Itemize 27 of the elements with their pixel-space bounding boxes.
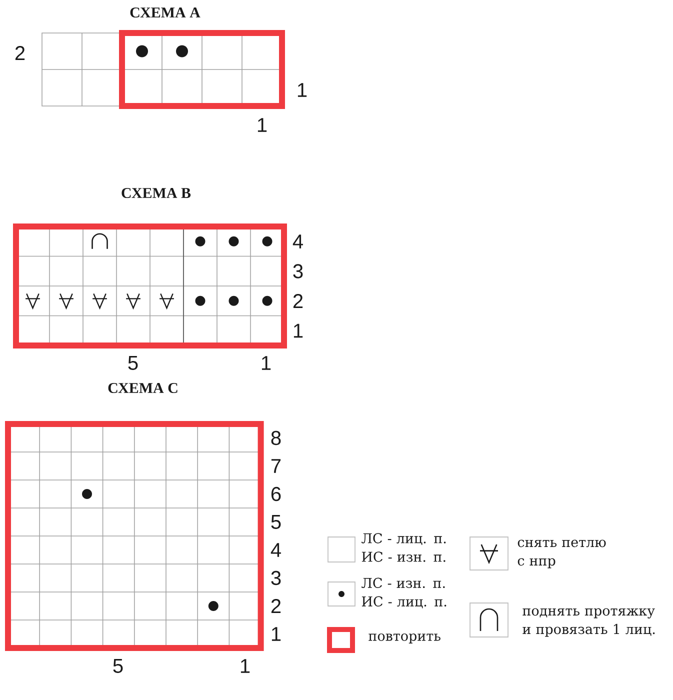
row-number: 3 <box>293 264 303 278</box>
row-number: 2 <box>15 46 25 60</box>
column-number: 1 <box>240 659 250 673</box>
row-number: 7 <box>271 459 281 473</box>
row-number: 1 <box>294 324 303 338</box>
row-number: 6 <box>271 486 281 502</box>
row-number: 1 <box>298 83 307 97</box>
row-number: 8 <box>271 430 281 446</box>
row-number: 4 <box>292 234 303 248</box>
row-number: 4 <box>270 543 281 557</box>
column-number: 1 <box>262 356 271 370</box>
row-number: 1 <box>272 627 281 641</box>
row-number: 3 <box>271 570 281 586</box>
legend-text: снять петлю с нпр <box>518 540 606 568</box>
legend-text: поднять протяжку и провязать 1 лиц. <box>522 608 655 637</box>
column-number: 5 <box>113 659 123 673</box>
legend-text: ЛС - лиц. п. ИС - изн. п. <box>362 533 446 562</box>
legend-text: ЛС - изн. п. ИС - лиц. п. <box>362 578 446 608</box>
chart-title: СХЕМА А <box>130 7 200 18</box>
column-number: 5 <box>128 356 138 370</box>
legend-text: повторить <box>368 634 440 644</box>
row-number: 5 <box>271 515 281 529</box>
chart-title: СХЕМА С <box>108 382 178 394</box>
row-number: 2 <box>271 599 281 613</box>
chart-title: СХЕМА В <box>122 188 191 198</box>
column-number: 1 <box>258 118 267 132</box>
row-number: 2 <box>293 294 303 308</box>
